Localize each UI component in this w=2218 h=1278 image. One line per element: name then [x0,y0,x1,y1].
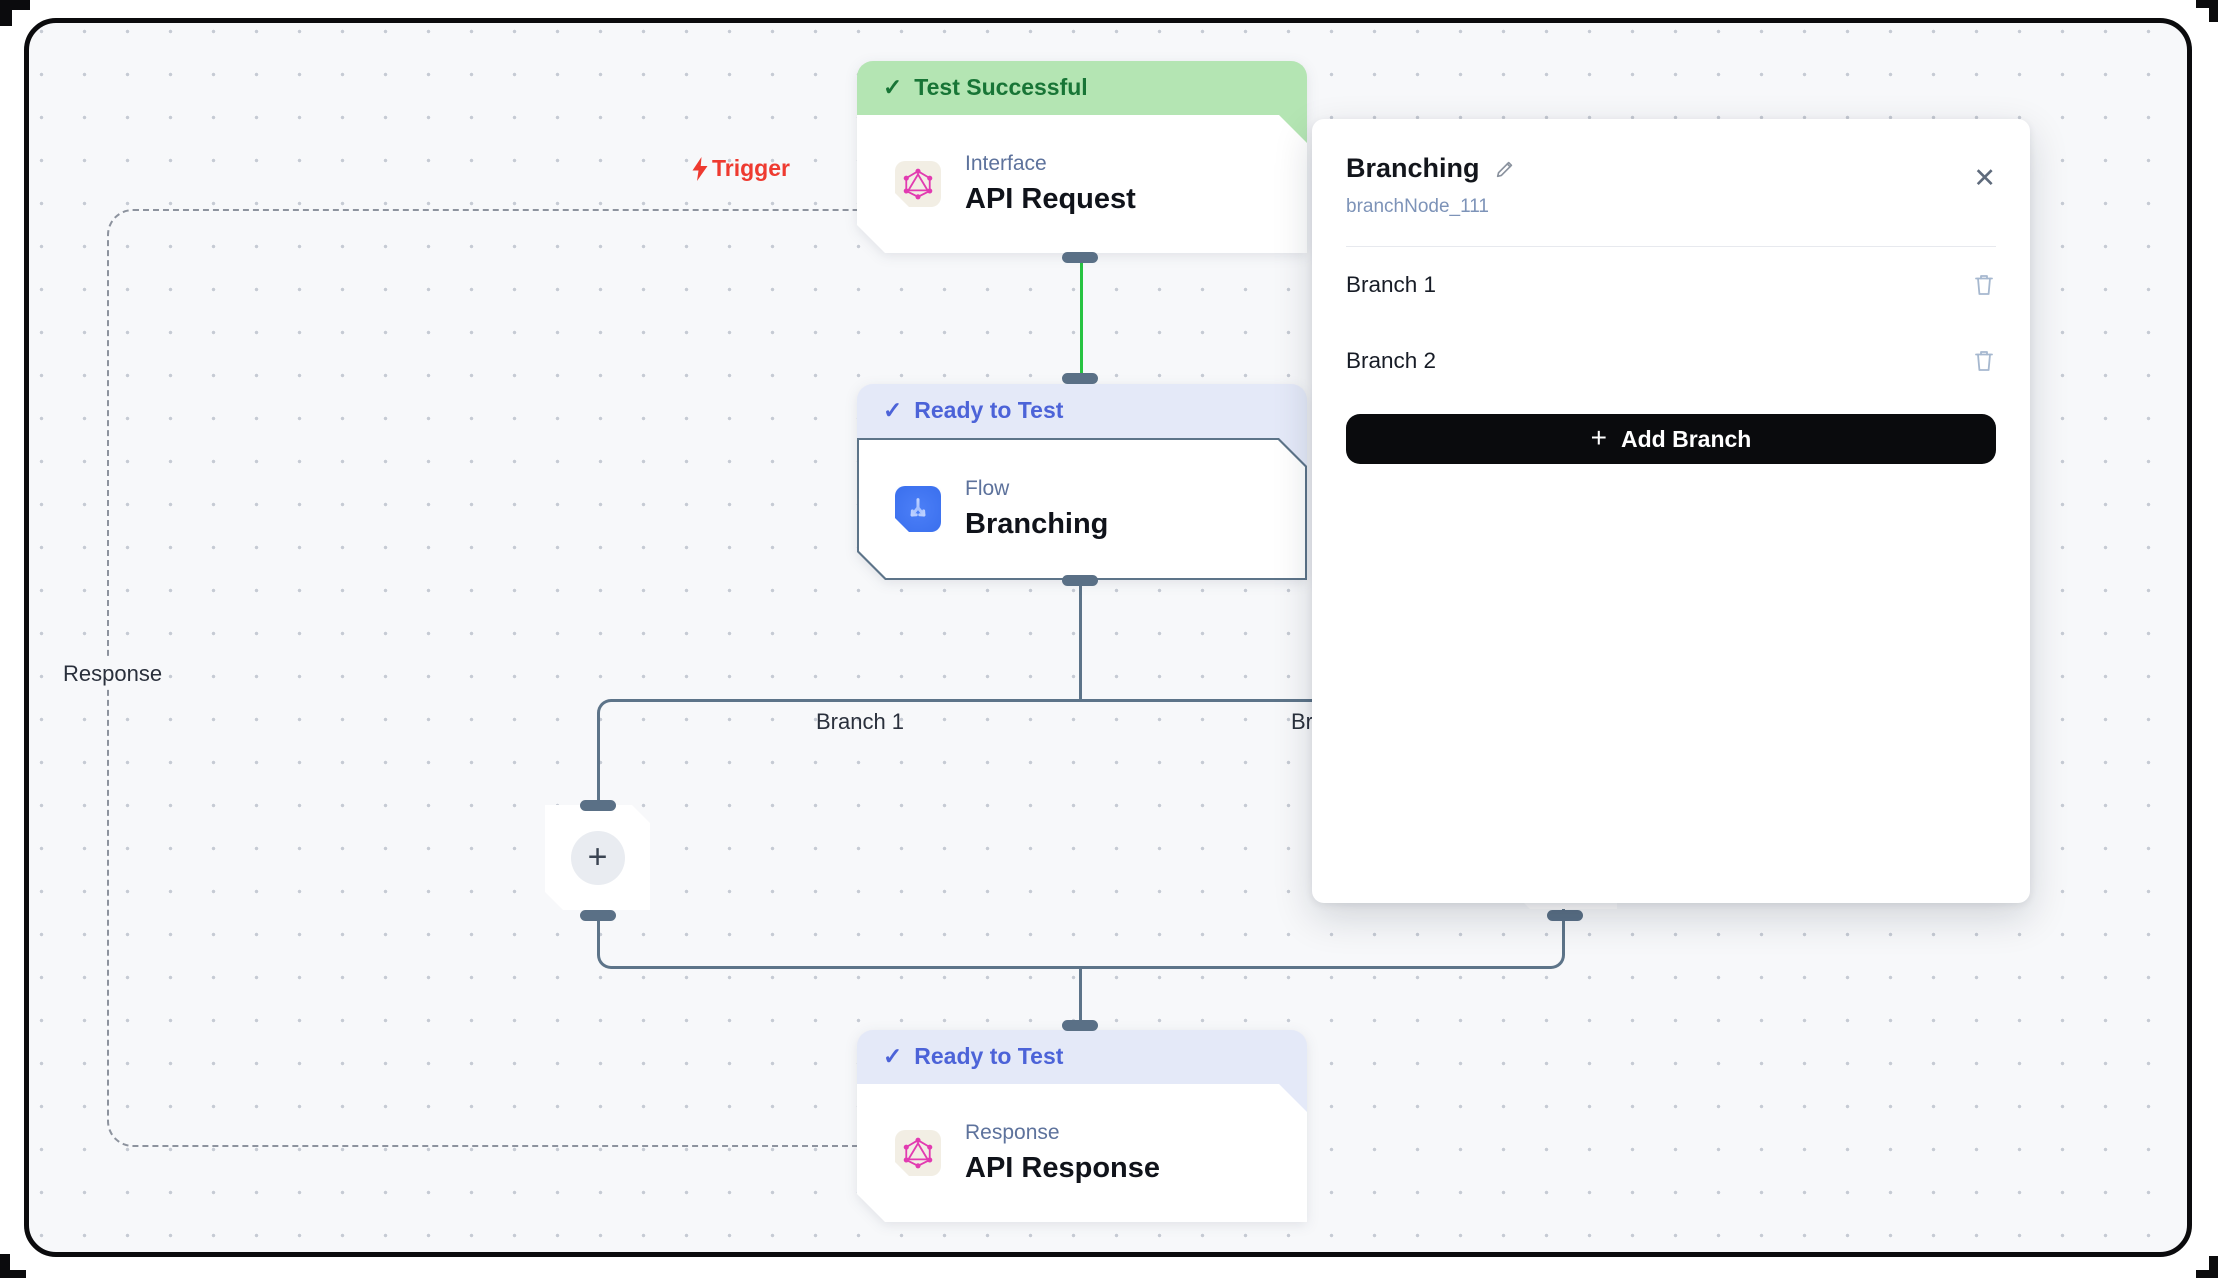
node-title: Branching [965,508,1109,540]
branch-row-1[interactable]: Branch 1 [1346,247,1996,323]
lightning-bolt-icon [692,156,708,181]
flow-canvas[interactable]: Trigger Response Branch 1 Branch 2 + + ✓… [24,18,2192,1257]
corner-mark [0,0,12,26]
check-icon: ✓ [883,74,903,100]
branch-label: Branch 1 [1346,272,1437,297]
branch-label: Branch 2 [1346,348,1437,373]
corner-mark [0,1270,26,1278]
edge-request-to-branching [1080,262,1083,375]
graphql-icon [895,161,941,207]
add-branch-button[interactable]: + Add Branch [1346,414,1996,464]
corner-mark [2209,1256,2218,1278]
status-text: Test Successful [914,74,1088,100]
node-title: API Response [965,1152,1160,1184]
branching-config-panel: Branching ✕ branchNode_111 Branch 1 [1312,119,2030,903]
plus-icon: + [1590,421,1607,453]
corner-mark [0,0,30,10]
edit-pencil-icon[interactable] [1494,158,1516,180]
response-edge-label: Response [57,659,169,689]
trash-icon[interactable] [1972,272,1996,298]
edge-branching-stem [1079,585,1082,700]
edge-merge-to-response [1079,968,1082,1021]
divider [1346,246,1996,247]
port-request-out[interactable] [1062,252,1098,263]
branch-flow-icon [895,486,941,532]
corner-mark [2196,1270,2218,1278]
port-plus-left-out[interactable] [580,910,616,921]
node-title: API Request [965,183,1136,215]
panel-title: Branching [1346,153,1480,183]
node-id: branchNode_111 [1346,196,1489,217]
plus-icon[interactable]: + [571,831,625,885]
edge-branch-merge [597,918,1565,969]
port-plus-right-out[interactable] [1547,910,1583,921]
node-category: Interface [965,152,1047,175]
trigger-response-dashed-edge [107,209,857,1147]
add-step-node-branch1[interactable]: + [545,805,650,910]
status-text: Ready to Test [914,1043,1064,1069]
corner-mark [2196,0,2218,8]
node-category: Response [965,1121,1060,1144]
port-response-in[interactable] [1062,1020,1098,1031]
graphql-icon [895,1130,941,1176]
port-branching-out[interactable] [1062,575,1098,586]
port-plus-left-in[interactable] [580,800,616,811]
node-card[interactable]: Response API Response [857,1084,1307,1222]
corner-mark [2209,0,2218,22]
branch-row-2[interactable]: Branch 2 [1346,323,1996,399]
trigger-label: Trigger [691,155,790,182]
branch1-edge-label: Branch 1 [815,709,905,734]
close-icon[interactable]: ✕ [1973,163,1996,193]
node-card[interactable]: Interface API Request [857,115,1307,253]
check-icon: ✓ [883,1043,903,1069]
node-card[interactable]: Flow Branching [857,438,1307,580]
node-category: Flow [965,477,1010,500]
check-icon: ✓ [883,397,903,423]
port-branching-in[interactable] [1062,373,1098,384]
trash-icon[interactable] [1972,348,1996,374]
corner-mark [0,1254,10,1278]
status-text: Ready to Test [914,397,1064,423]
